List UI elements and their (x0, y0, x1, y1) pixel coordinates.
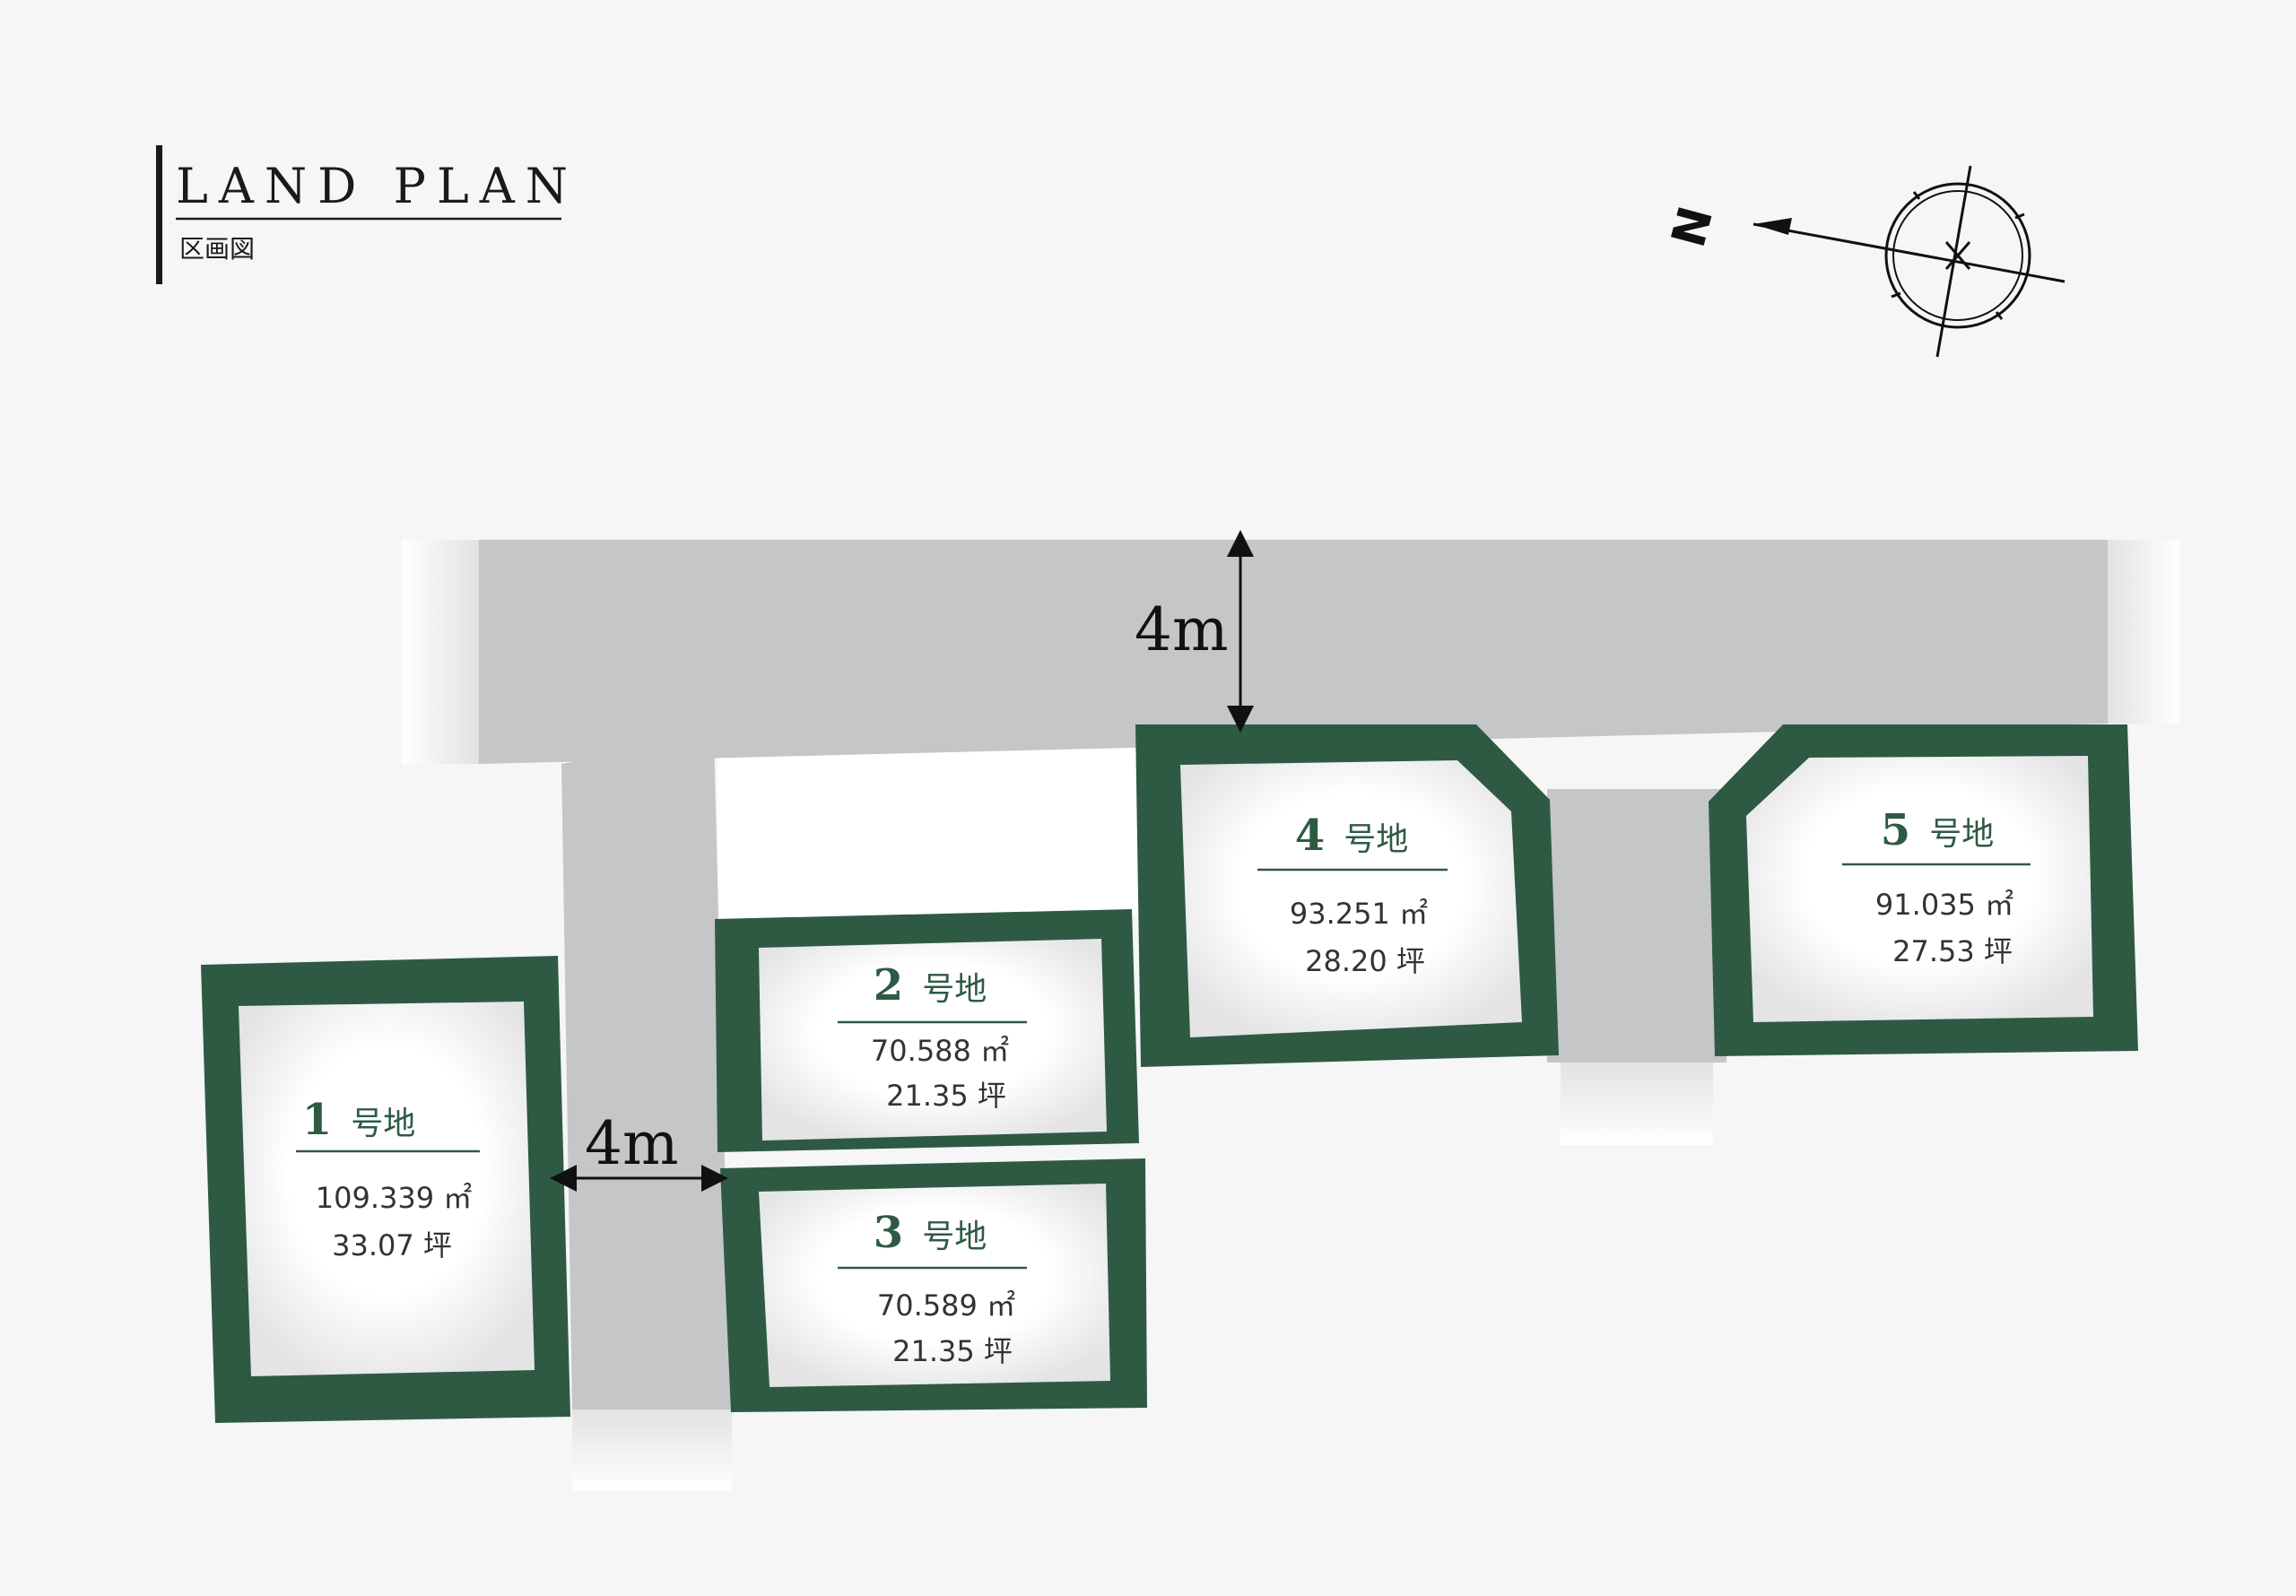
lot-interior (1180, 760, 1522, 1037)
lot-suffix: 号地 (922, 971, 987, 1008)
lot-area-m2: 93.251 ㎡ (1290, 897, 1428, 931)
lot-2[interactable]: 2 号地 70.588 ㎡ 21.35 坪 (715, 909, 1139, 1152)
road-branch (561, 735, 731, 1410)
lot-suffix: 号地 (1344, 821, 1408, 858)
lot-number: 1 (302, 1095, 332, 1145)
compass-tick (1912, 191, 1921, 200)
lot-area-tsubo: 21.35 坪 (886, 1079, 1006, 1113)
road-end-south-west (572, 1410, 732, 1490)
title-bar (156, 145, 162, 284)
lot-interior (1746, 756, 2093, 1022)
compass-icon: N (1662, 165, 2066, 358)
road-main (479, 540, 2108, 764)
lot-area-m2: 70.588 ㎡ (871, 1034, 1009, 1068)
lot-area-tsubo: 33.07 坪 (332, 1228, 452, 1262)
lot-heading: 2 号地 (874, 960, 987, 1011)
lot-number: 5 (1881, 805, 1910, 855)
road-width-dimension-top: 4m (1135, 530, 1254, 733)
lot-number: 2 (874, 960, 903, 1011)
lot-heading: 3 号地 (874, 1208, 987, 1258)
compass-needle (1752, 222, 2066, 283)
road-width-label: 4m (585, 1109, 679, 1178)
lot-5[interactable]: 5 号地 91.035 ㎡ 27.53 坪 (1709, 724, 2138, 1056)
lot-suffix: 号地 (1929, 816, 1994, 853)
road-end-south-east (1561, 1063, 1713, 1145)
lot-suffix: 号地 (922, 1219, 987, 1255)
road-end-east (2108, 540, 2179, 724)
compass-tick (1891, 291, 1901, 299)
lot-heading: 4 号地 (1295, 811, 1409, 861)
lot-area-tsubo: 28.20 坪 (1305, 944, 1425, 978)
open-space (718, 728, 1139, 924)
road-width-label: 4m (1135, 595, 1229, 664)
lot-1[interactable]: 1 号地 109.339 ㎡ 33.07 坪 (201, 956, 570, 1423)
compass-ring-inner (1892, 190, 2023, 321)
lot-heading: 1 号地 (302, 1095, 416, 1145)
compass-tick (2014, 213, 2025, 220)
road-gap (1547, 789, 1726, 1063)
lot-area-m2: 109.339 ㎡ (316, 1181, 473, 1215)
lot-interior (759, 1184, 1110, 1387)
compass-center-mark (1944, 241, 1971, 270)
page-subtitle: 区画図 (179, 234, 255, 264)
lot-area-tsubo: 21.35 坪 (892, 1334, 1013, 1368)
lot-area-tsubo: 27.53 坪 (1892, 934, 2013, 968)
compass-ring-outer (1884, 182, 2031, 329)
page-title: LAND PLAN (176, 158, 578, 214)
road-end-west (402, 540, 479, 764)
compass-tick (1995, 311, 2004, 320)
lot-3[interactable]: 3 号地 70.589 ㎡ 21.35 坪 (720, 1158, 1147, 1412)
lot-number: 4 (1295, 811, 1325, 861)
lot-heading: 5 号地 (1881, 805, 1995, 855)
lot-number: 3 (874, 1208, 903, 1258)
title-block: LAND PLAN 区画図 (156, 145, 578, 284)
north-label: N (1662, 201, 1724, 253)
compass-arrow-icon (1753, 218, 1792, 235)
lot-interior (239, 1002, 535, 1376)
road-width-dimension-side: 4m (550, 1109, 728, 1192)
lot-suffix: 号地 (351, 1106, 415, 1142)
lot-area-m2: 91.035 ㎡ (1875, 888, 2013, 922)
lot-interior (759, 939, 1107, 1141)
lot-4[interactable]: 4 号地 93.251 ㎡ 28.20 坪 (1135, 724, 1559, 1067)
lot-area-m2: 70.589 ㎡ (877, 1288, 1015, 1323)
road (479, 540, 2108, 1410)
